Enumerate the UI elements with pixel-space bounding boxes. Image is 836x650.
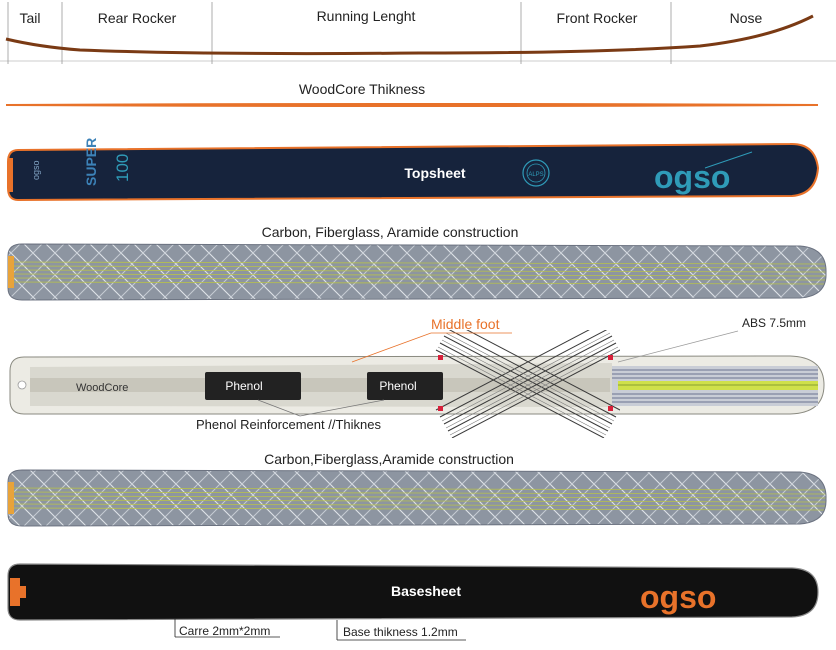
profile-section: Tail Rear Rocker Running Lenght Front Ro… (0, 2, 836, 64)
zone-label-rear-rocker: Rear Rocker (98, 10, 177, 26)
topsheet-accent-line (704, 151, 753, 169)
abs-sidewall-detail (612, 366, 818, 406)
ski-profile-curve (5, 14, 814, 56)
middle-foot-leader (351, 332, 432, 363)
zone-label-nose: Nose (730, 10, 763, 26)
woodcore-thickness-line (6, 103, 818, 107)
tail-protector (8, 158, 13, 192)
marker-dot (608, 406, 613, 411)
composite-bottom-layer: Carbon,Fiberglass,Aramide construction (7, 451, 827, 527)
marker-dot (608, 355, 613, 360)
middle-foot-label: Middle foot (431, 316, 500, 332)
topsheet-seal-icon: ALPS (522, 159, 550, 187)
zone-label-tail: Tail (19, 10, 40, 26)
phenol-leader-1 (257, 399, 301, 417)
abs-leader (617, 330, 739, 363)
basesheet-label: Basesheet (391, 583, 461, 599)
base-thickness-label: Base thikness 1.2mm (343, 625, 458, 639)
phenol-reinforcement-label: Phenol Reinforcement //Thiknes (196, 417, 381, 432)
topsheet-small-logo: ogso (31, 160, 41, 180)
topsheet-label: Topsheet (404, 165, 466, 181)
basesheet-brand-logo: ogso (640, 579, 716, 615)
composite-top-layer: Carbon, Fiberglass, Aramide construction (7, 224, 827, 301)
composite-bottom-outline (7, 469, 827, 527)
base-tail-insert (10, 578, 26, 606)
phenol-label-1: Phenol (225, 379, 262, 393)
phenol-label-2: Phenol (379, 379, 416, 393)
composite-bottom-label: Carbon,Fiberglass,Aramide construction (264, 451, 514, 467)
composite-top-outline (7, 243, 827, 301)
middle-foot-fibers (435, 330, 620, 438)
marker-dot (438, 406, 443, 411)
seal-text: ALPS (528, 172, 543, 178)
woodcore-thickness-section: WoodCore Thikness (6, 81, 818, 107)
abs-label: ABS 7.5mm (742, 316, 806, 330)
zone-label-running-length: Running Lenght (317, 8, 416, 24)
marker-dot (438, 355, 443, 360)
topsheet-body (7, 142, 820, 202)
carre-label: Carre 2mm*2mm (179, 624, 270, 638)
topsheet-layer: ogso SUPER 100 Topsheet ALPS ogso (7, 138, 820, 202)
topsheet-model-number: 100 (113, 154, 132, 182)
zone-label-front-rocker: Front Rocker (557, 10, 638, 26)
phenol-block-2 (367, 372, 443, 400)
basesheet-layer: Basesheet ogso Carre 2mm*2mm Base thikne… (7, 563, 819, 641)
composite-top-label: Carbon, Fiberglass, Aramide construction (262, 224, 519, 240)
woodcore-layer: WoodCore Phenol Phenol (9, 316, 825, 438)
woodcore-stringer (30, 378, 610, 392)
phenol-block-1 (205, 372, 301, 400)
composite-top-tail-insert (8, 256, 14, 288)
composite-bottom-tail-insert (8, 482, 14, 514)
phenol-leader-2 (299, 399, 385, 417)
basesheet-body (7, 563, 819, 621)
tail-hole-icon (17, 380, 27, 390)
woodcore-thickness-label: WoodCore Thikness (299, 81, 425, 97)
woodcore-label: WoodCore (76, 382, 128, 394)
topsheet-brand-logo: ogso (654, 159, 730, 195)
topsheet-model-sub: SUPER (83, 138, 99, 186)
